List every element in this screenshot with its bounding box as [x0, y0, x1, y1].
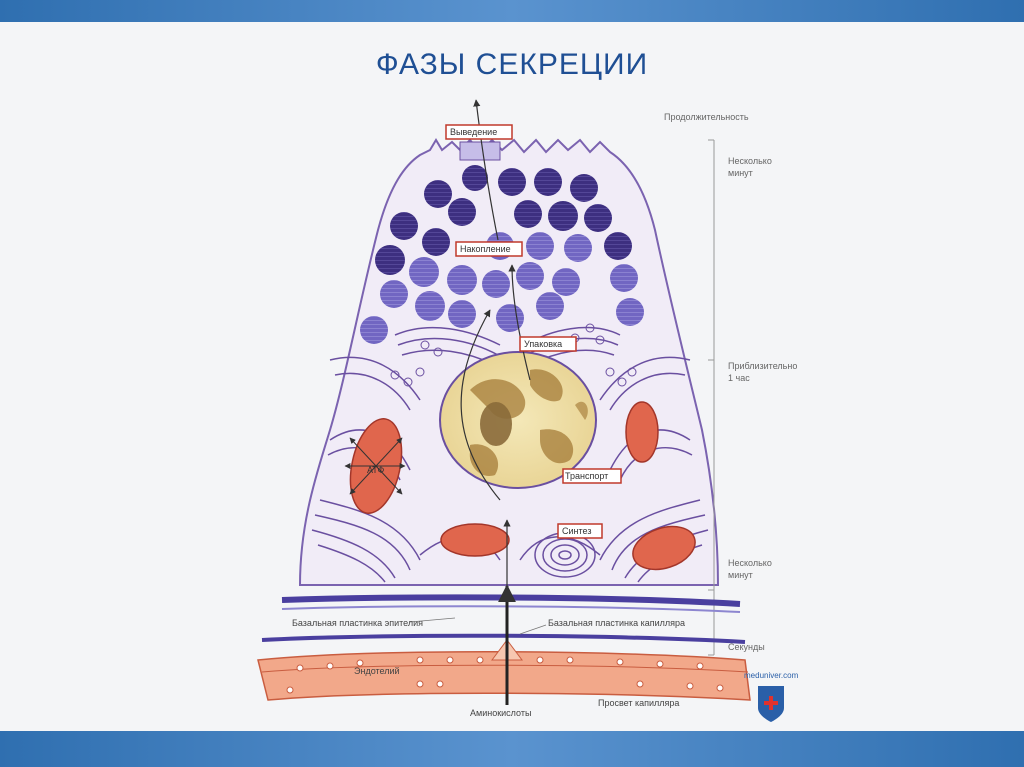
bottom-band: [0, 731, 1024, 767]
phase-packaging: Упаковка: [524, 339, 562, 349]
duration-few-minutes-bottom-2: минут: [728, 570, 753, 580]
duration-scale: Продолжительность Несколько минут Прибли…: [664, 112, 797, 656]
phase-transport: Транспорт: [565, 471, 608, 481]
epithelial-basal-lamina-label: Базальная пластинка эпителия: [292, 618, 423, 628]
capillary-lumen-label: Просвет капилляра: [598, 698, 679, 708]
top-band: [0, 0, 1024, 22]
watermark-text: meduniver.com: [744, 671, 799, 680]
capillary-endothelium: [257, 639, 751, 701]
phase-synthesis: Синтез: [562, 526, 591, 536]
endothelium-label: Эндотелий: [354, 666, 400, 676]
nucleus: [439, 351, 597, 489]
watermark-logo: meduniver.com: [744, 671, 799, 722]
epithelial-basal-lamina: [281, 594, 741, 613]
rough-er: [311, 356, 709, 583]
duration-about-hour-2: 1 час: [728, 373, 750, 383]
duration-header: Продолжительность: [664, 112, 749, 122]
duration-few-minutes-bottom-1: Несколько: [728, 558, 772, 568]
duration-few-minutes-top-2: минут: [728, 168, 753, 178]
phase-labels: Выведение Накопление Упаковка Транспорт …: [445, 124, 622, 539]
duration-about-hour-1: Приблизительно: [728, 361, 797, 371]
phase-accumulation: Накопление: [460, 244, 511, 254]
duration-seconds: Секунды: [728, 642, 765, 652]
amino-acids-label: Аминокислоты: [470, 708, 531, 718]
capillary-basal-lamina: [261, 633, 746, 644]
atp-label: АТФ: [367, 465, 384, 475]
phase-excretion: Выведение: [450, 127, 497, 137]
capillary-basal-lamina-label: Базальная пластинка капилляра: [548, 618, 685, 628]
duration-few-minutes-top-1: Несколько: [728, 156, 772, 166]
slide-title: ФАЗЫ СЕКРЕЦИИ: [375, 48, 649, 81]
